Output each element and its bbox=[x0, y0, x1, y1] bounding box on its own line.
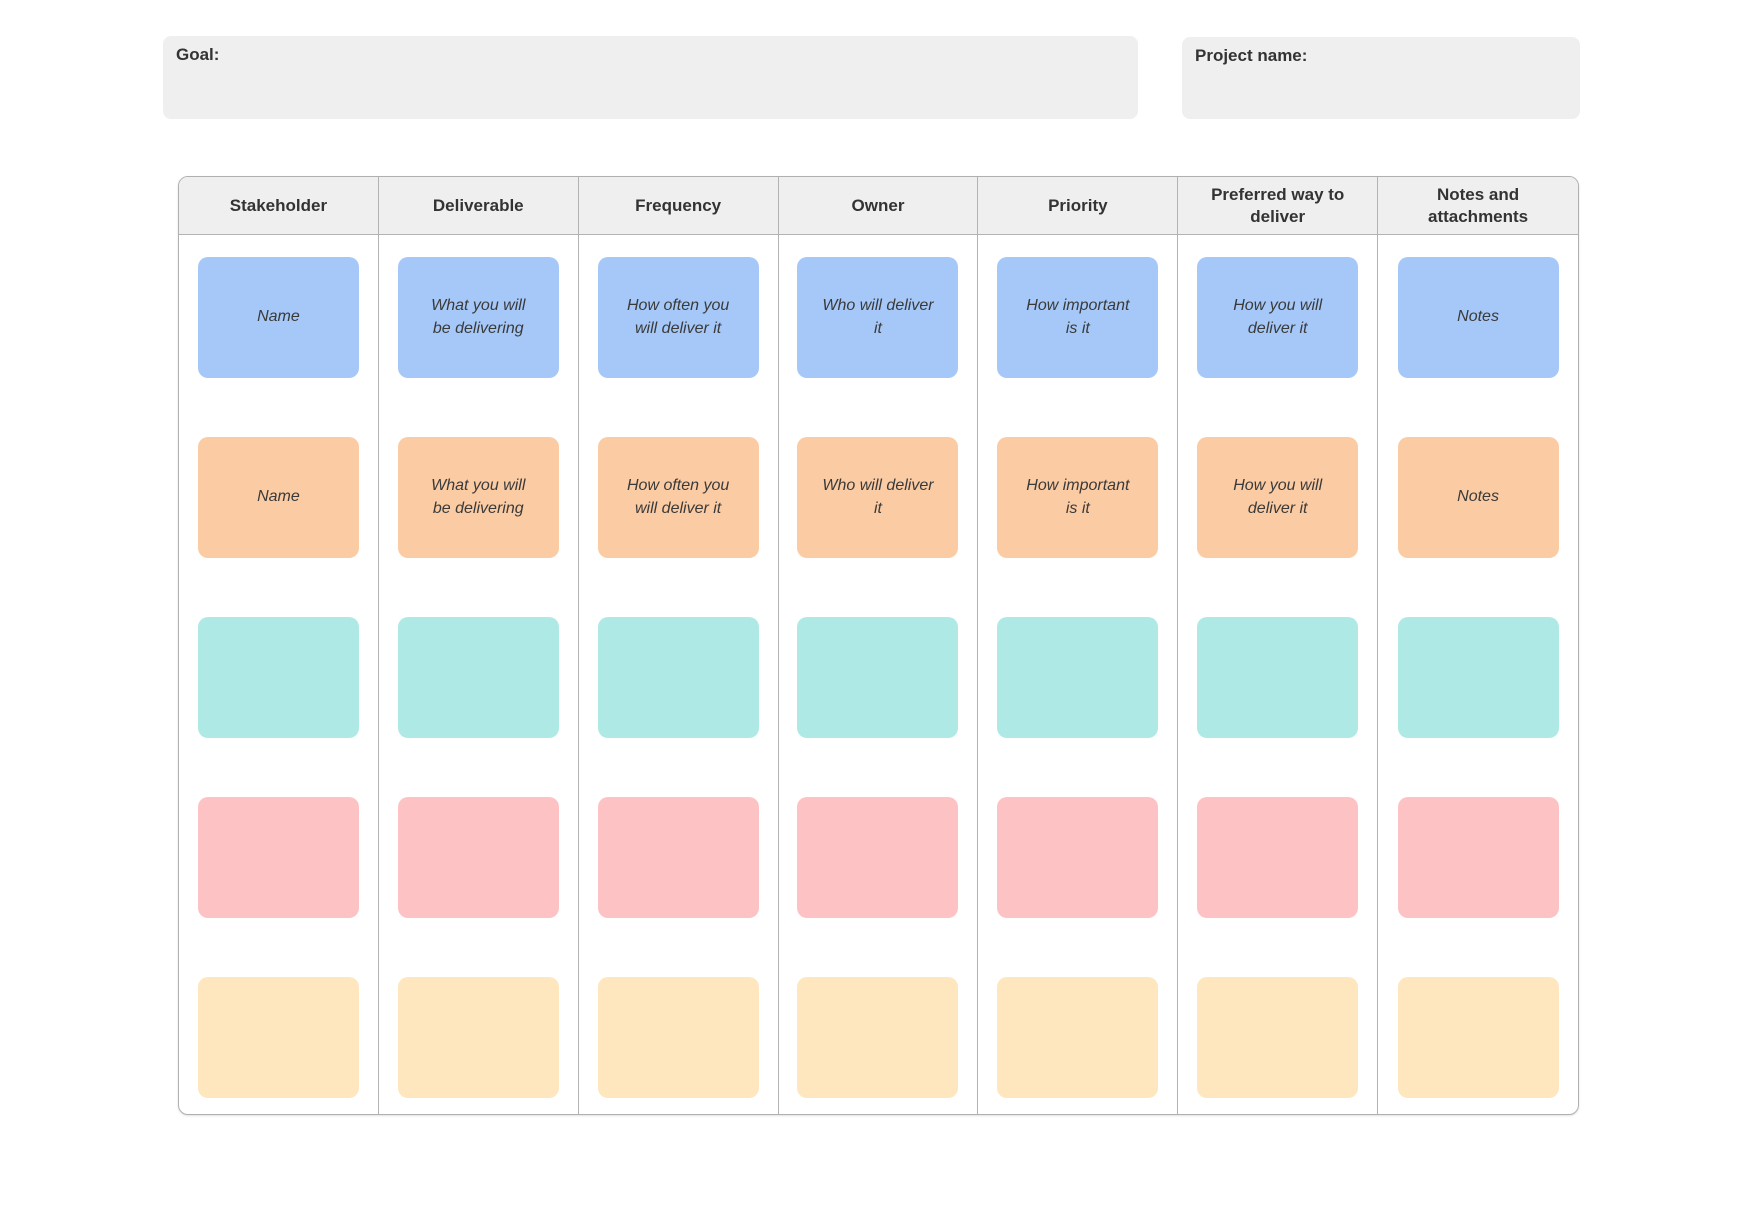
sticky-note[interactable]: Name bbox=[197, 437, 359, 558]
sticky-note[interactable]: What you will be delivering bbox=[397, 437, 559, 558]
project-name-label: Project name: bbox=[1195, 46, 1308, 65]
communication-plan-table: Stakeholder Deliverable Frequency Owner … bbox=[178, 176, 1579, 1115]
sticky-note[interactable]: Notes bbox=[1397, 257, 1559, 378]
sticky-note[interactable] bbox=[1397, 977, 1559, 1098]
sticky-note[interactable] bbox=[797, 617, 959, 738]
column-header-owner: Owner bbox=[779, 177, 979, 234]
sticky-note[interactable] bbox=[597, 617, 759, 738]
sticky-note[interactable]: What you will be delivering bbox=[397, 257, 559, 378]
sticky-note[interactable]: How you will deliver it bbox=[1197, 257, 1359, 378]
column-header-preferred-way: Preferred way to deliver bbox=[1178, 177, 1379, 234]
goal-box[interactable]: Goal: bbox=[163, 36, 1138, 119]
table-column-owner: Who will deliver it Who will deliver it bbox=[779, 235, 979, 1114]
sticky-note[interactable] bbox=[1397, 797, 1559, 918]
sticky-note[interactable] bbox=[397, 977, 559, 1098]
sticky-note[interactable] bbox=[1197, 617, 1359, 738]
sticky-note[interactable] bbox=[997, 797, 1159, 918]
sticky-note[interactable]: How you will deliver it bbox=[1197, 437, 1359, 558]
sticky-note[interactable]: How often you will deliver it bbox=[597, 257, 759, 378]
sticky-note[interactable] bbox=[397, 617, 559, 738]
table-column-priority: How important is it How important is it bbox=[978, 235, 1179, 1114]
sticky-note[interactable] bbox=[197, 977, 359, 1098]
project-name-box[interactable]: Project name: bbox=[1182, 37, 1580, 119]
sticky-note[interactable] bbox=[1397, 617, 1559, 738]
column-header-deliverable: Deliverable bbox=[379, 177, 579, 234]
sticky-note[interactable] bbox=[1197, 977, 1359, 1098]
sticky-note[interactable] bbox=[397, 797, 559, 918]
sticky-note[interactable] bbox=[997, 617, 1159, 738]
column-header-stakeholder: Stakeholder bbox=[179, 177, 379, 234]
sticky-note[interactable]: Who will deliver it bbox=[797, 257, 959, 378]
sticky-note[interactable]: Notes bbox=[1397, 437, 1559, 558]
goal-value[interactable] bbox=[163, 65, 1138, 87]
column-header-frequency: Frequency bbox=[579, 177, 779, 234]
sticky-note[interactable] bbox=[197, 797, 359, 918]
table-header-row: Stakeholder Deliverable Frequency Owner … bbox=[179, 177, 1578, 235]
table-column-preferred-way: How you will deliver it How you will del… bbox=[1178, 235, 1379, 1114]
sticky-note[interactable]: Name bbox=[197, 257, 359, 378]
table-body: Name Name What you will be delivering Wh… bbox=[179, 235, 1578, 1114]
sticky-note[interactable] bbox=[797, 977, 959, 1098]
sticky-note[interactable]: How often you will deliver it bbox=[597, 437, 759, 558]
sticky-note[interactable] bbox=[597, 797, 759, 918]
column-header-notes-attachments: Notes and attachments bbox=[1428, 185, 1529, 226]
sticky-note[interactable] bbox=[197, 617, 359, 738]
table-column-deliverable: What you will be delivering What you wil… bbox=[379, 235, 579, 1114]
column-header-priority: Priority bbox=[978, 177, 1179, 234]
sticky-note[interactable] bbox=[997, 977, 1159, 1098]
sticky-note[interactable] bbox=[597, 977, 759, 1098]
sticky-note[interactable]: How important is it bbox=[997, 437, 1159, 558]
sticky-note[interactable] bbox=[1197, 797, 1359, 918]
table-column-notes-attachments: Notes Notes bbox=[1378, 235, 1578, 1114]
project-name-value[interactable] bbox=[1182, 66, 1580, 88]
sticky-note[interactable] bbox=[797, 797, 959, 918]
sticky-note[interactable]: How important is it bbox=[997, 257, 1159, 378]
goal-label: Goal: bbox=[176, 45, 220, 64]
sticky-note[interactable]: Who will deliver it bbox=[797, 437, 959, 558]
table-column-stakeholder: Name Name bbox=[179, 235, 379, 1114]
table-column-frequency: How often you will deliver it How often … bbox=[579, 235, 779, 1114]
